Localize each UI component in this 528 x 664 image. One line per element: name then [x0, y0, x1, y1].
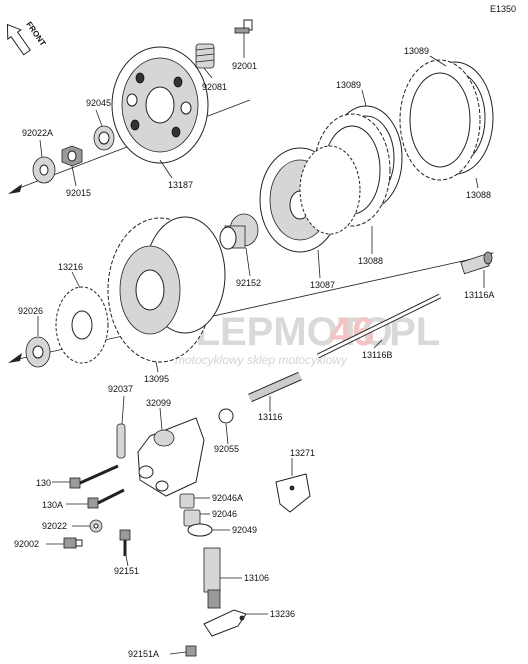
label-92152: 92152 [236, 278, 261, 288]
label-92046A: 92046A [212, 493, 243, 503]
svg-text:.PL: .PL [378, 310, 440, 354]
nut-92015[interactable] [61, 145, 83, 167]
spring-92081[interactable] [195, 43, 215, 69]
label-92002: 92002 [14, 539, 39, 549]
label-92001: 92001 [232, 61, 257, 71]
collar-92152[interactable] [219, 213, 259, 250]
label-92015: 92015 [66, 188, 91, 198]
bolt-130A[interactable] [87, 488, 125, 509]
front-label: FRONT [24, 20, 47, 48]
label-130A: 130A [42, 500, 63, 510]
clutch-hub-13087[interactable] [259, 145, 361, 253]
label-13187: 13187 [168, 180, 193, 190]
bolt-92151A[interactable] [185, 645, 197, 657]
bolt-92151[interactable] [119, 529, 131, 556]
seal-92049[interactable] [187, 523, 213, 537]
label-92037: 92037 [108, 384, 133, 394]
label-13216: 13216 [58, 262, 83, 272]
clutch-housing-13095[interactable] [107, 216, 226, 363]
label-32099: 32099 [146, 398, 171, 408]
bushing-92046[interactable] [183, 509, 201, 527]
label-13087: 13087 [310, 280, 335, 290]
lever-13236[interactable] [203, 609, 247, 637]
svg-text:motocyklowy sklep motocyklowy: motocyklowy sklep motocyklowy [175, 353, 348, 367]
label-92049: 92049 [232, 525, 257, 535]
bushing-92046A[interactable] [179, 493, 195, 509]
bolt-130[interactable] [69, 464, 119, 489]
label-92022A: 92022A [22, 128, 53, 138]
bearing-92045[interactable] [93, 125, 115, 151]
diagram-code: E1350 [490, 4, 516, 14]
label-13088-a: 13088 [466, 190, 491, 200]
label-92045: 92045 [86, 98, 111, 108]
label-13116B: 13116B [362, 350, 392, 360]
label-92151A: 92151A [128, 649, 159, 659]
part-labels: 13187 92081 92001 92045 92022A 92015 130… [14, 46, 494, 659]
label-13116: 13116 [258, 412, 282, 422]
shaft-13116[interactable] [248, 371, 302, 403]
label-92081: 92081 [202, 82, 227, 92]
push-rod-13116A[interactable] [460, 251, 493, 275]
bolt-92002[interactable] [63, 537, 83, 549]
washer-92022[interactable] [89, 519, 103, 533]
rod-13116B[interactable] [316, 293, 442, 359]
leader-lines [37, 33, 485, 655]
label-92046: 92046 [212, 509, 237, 519]
washer-92022A[interactable] [32, 156, 56, 184]
label-13089-b: 13089 [336, 80, 361, 90]
label-13089-a: 13089 [404, 46, 429, 56]
friction-plate-13088[interactable] [399, 59, 481, 181]
label-92055: 92055 [214, 444, 239, 454]
label-13236: 13236 [270, 609, 295, 619]
label-13271: 13271 [290, 448, 315, 458]
label-13106: 13106 [244, 573, 269, 583]
label-13088-b: 13088 [358, 256, 383, 266]
housing-32099[interactable] [137, 417, 205, 497]
gear-13216[interactable] [55, 286, 109, 364]
front-arrow-icon [6, 23, 31, 56]
label-13116A: 13116A [464, 290, 494, 300]
label-130: 130 [36, 478, 51, 488]
bolt-92001[interactable] [234, 19, 253, 34]
o-ring-92055[interactable] [218, 408, 234, 424]
label-92026: 92026 [18, 306, 43, 316]
washer-92026[interactable] [25, 336, 51, 368]
pin-92037[interactable] [116, 423, 126, 459]
label-13095: 13095 [144, 374, 169, 384]
label-92151: 92151 [114, 566, 139, 576]
plate-13271[interactable] [275, 473, 311, 513]
pressure-plate-13187[interactable] [111, 46, 209, 164]
label-92022: 92022 [42, 521, 67, 531]
release-shaft-13106[interactable] [203, 547, 221, 609]
